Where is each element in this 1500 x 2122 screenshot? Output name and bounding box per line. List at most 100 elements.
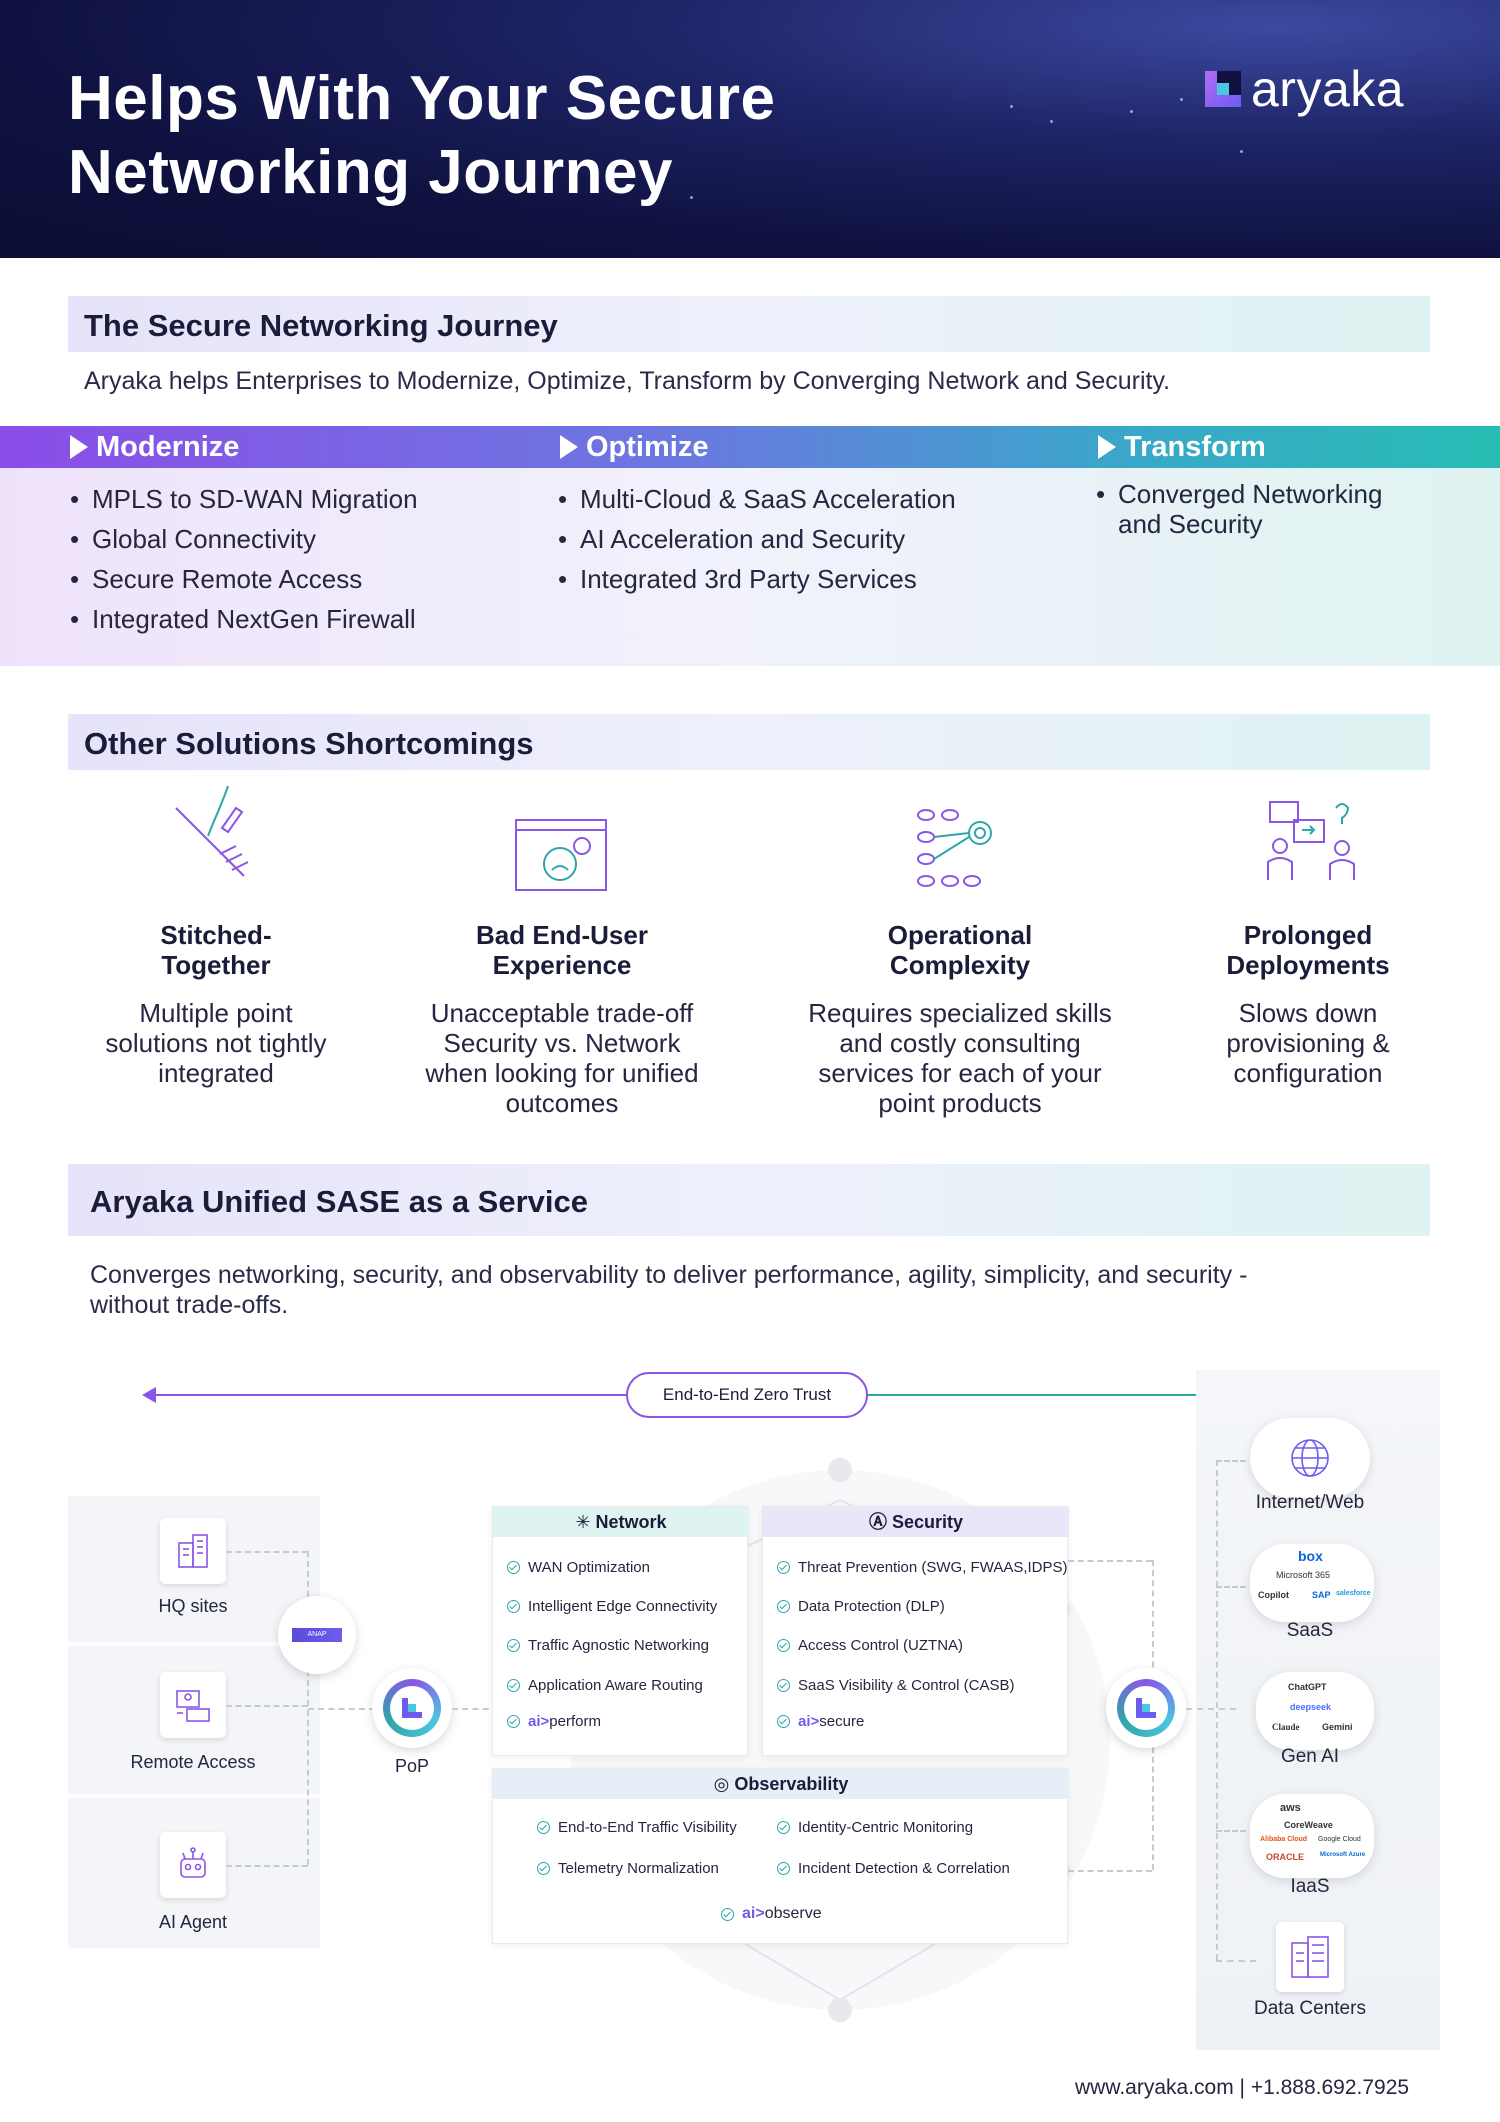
stitched-needle-icon [175,785,249,877]
check-icon [777,1561,790,1574]
list-item: Converged Networking and Security [1096,479,1426,539]
aryaka-pop-icon [1124,1686,1168,1730]
check-icon [507,1600,520,1613]
connector [1216,1960,1256,1962]
aryaka-logo-icon [1205,71,1241,107]
list-item: Multi-Cloud & SaaS Acceleration [558,479,1018,519]
logo-text: aryaka [1251,61,1405,117]
journey-stage-band [0,426,1500,468]
zero-trust-line-left [150,1394,626,1396]
coreweave-logo: CoreWeave [1284,1820,1333,1830]
observability-feature: Incident Detection & Correlation [777,1860,1010,1877]
play-arrow-icon [1098,435,1116,459]
connector [226,1551,308,1553]
play-arrow-icon [560,435,578,459]
list-item: Global Connectivity [70,519,510,559]
anap-device: ANAP [278,1596,356,1674]
journey-lead: Aryaka helps Enterprises to Modernize, O… [84,367,1171,395]
sase-lead: Converges networking, security, and obse… [90,1261,1248,1319]
source-label: Remote Access [130,1752,256,1772]
connector [1216,1586,1246,1588]
star-dot [1240,150,1243,153]
check-icon [507,1715,520,1728]
remote-user-icon [160,1672,226,1738]
shortcomings-heading-bar: Other Solutions Shortcomings [68,714,1430,770]
aryaka-pop-icon [390,1686,434,1730]
check-icon [537,1862,550,1875]
connector [226,1705,308,1707]
network-feature: WAN Optimization [507,1559,650,1576]
list-item: Secure Remote Access [70,559,510,599]
ai-perform-tag: ai>perform [507,1713,601,1730]
page-title: Helps With Your Secure Networking Journe… [68,62,776,210]
list-item: Integrated NextGen Firewall [70,599,510,639]
chatgpt-logo: ChatGPT [1288,1682,1327,1692]
connector [1068,1560,1152,1562]
sase-diagram: End-to-End Zero Trust HQ sites Remote Ac… [60,1370,1440,2050]
sase-heading-bar: Aryaka Unified SASE as a Service [68,1164,1430,1236]
connector [1152,1708,1154,1870]
bad-experience-screen-icon [515,819,607,891]
alibaba-cloud-logo: Alibaba Cloud [1260,1836,1308,1843]
star-dot [690,196,693,199]
internet-cloud [1250,1418,1370,1498]
anap-label: ANAP [292,1628,342,1642]
check-icon [777,1639,790,1652]
observability-feature: Identity-Centric Monitoring [777,1819,973,1836]
shortcoming-title: Stitched-Together [160,920,272,980]
security-feature: Access Control (UZTNA) [777,1637,963,1654]
copilot-logo: Copilot [1258,1590,1289,1600]
check-icon [537,1821,550,1834]
title-line-2: Networking Journey [68,138,673,207]
network-panel: ✳ Network WAN Optimization Intelligent E… [492,1506,749,1756]
optimize-list: Multi-Cloud & SaaS Acceleration AI Accel… [558,479,1018,599]
source-label: HQ sites [158,1596,228,1616]
destination-label: Gen AI [1280,1746,1340,1767]
play-arrow-icon [70,435,88,459]
check-icon [777,1715,790,1728]
microsoft365-logo: Microsoft 365 [1276,1570,1331,1580]
observability-feature: End-to-End Traffic Visibility [537,1819,737,1836]
security-feature: Data Protection (DLP) [777,1598,945,1615]
connector [1186,1708,1236,1710]
hero-banner: Helps With Your Secure Networking Journe… [0,0,1500,258]
journey-heading-bar: The Secure Networking Journey [68,296,1430,352]
security-feature: Threat Prevention (SWG, FWAAS,IDPS) [777,1559,1068,1576]
stage-label: Modernize [96,430,240,463]
oracle-logo: ORACLE [1266,1852,1304,1862]
security-panel: Ⓐ Security Threat Prevention (SWG, FWAAS… [762,1506,1069,1756]
check-icon [507,1679,520,1692]
destination-label: Data Centers [1254,1998,1366,2019]
connector [1216,1460,1246,1462]
destination-label: IaaS [1290,1876,1330,1897]
stage-label: Optimize [586,430,709,463]
connector [226,1865,308,1867]
genai-cloud: ChatGPT deepseek Claude Gemini [1256,1672,1374,1750]
shortcomings-heading: Other Solutions Shortcomings [84,726,534,761]
star-dot [1180,98,1183,101]
complexity-network-icon [917,809,992,887]
building-icon [160,1518,226,1584]
saas-cloud: box Microsoft 365 Copilot SAP salesforce [1250,1544,1374,1622]
box-logo: box [1298,1548,1323,1564]
gemini-logo: Gemini [1322,1722,1353,1732]
check-icon [777,1679,790,1692]
list-item: Integrated 3rd Party Services [558,559,1018,599]
source-label: AI Agent [158,1912,228,1932]
network-heading: ✳ Network [493,1507,749,1537]
ai-secure-tag: ai>secure [777,1713,864,1730]
list-item: MPLS to SD-WAN Migration [70,479,510,519]
zero-trust-pill: End-to-End Zero Trust [626,1372,868,1418]
pop-node [372,1668,452,1748]
star-dot [1130,110,1133,113]
robot-icon [160,1832,226,1898]
connector [1152,1560,1154,1708]
check-icon [507,1561,520,1574]
network-feature: Traffic Agnostic Networking [507,1637,709,1654]
star-dot [1050,120,1053,123]
